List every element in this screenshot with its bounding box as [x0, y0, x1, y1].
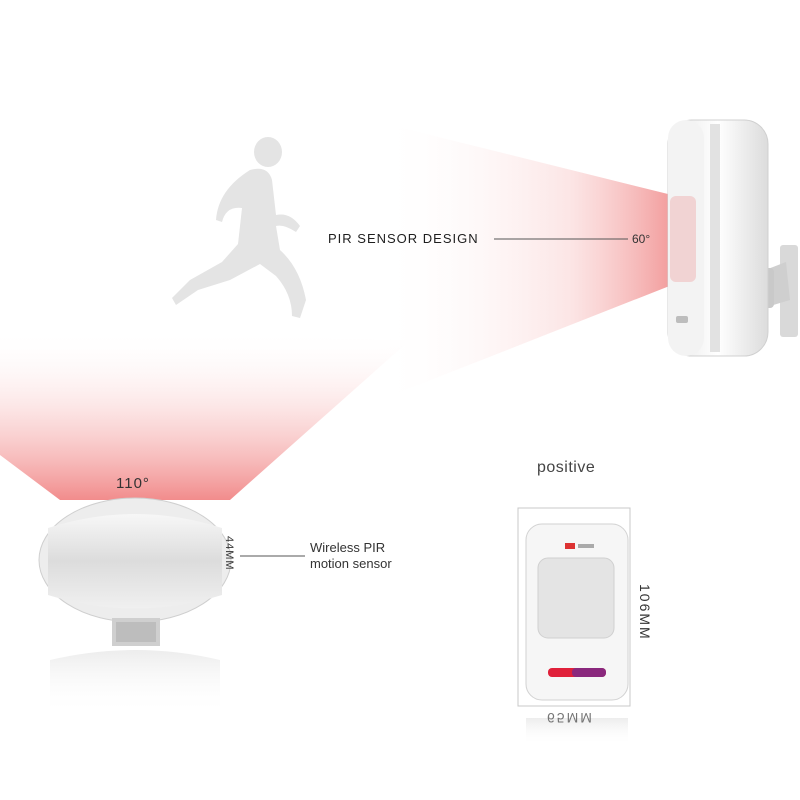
pir-sensor-design-title: PIR SENSOR DESIGN: [328, 231, 479, 246]
oval-pir-sensor: [38, 497, 232, 715]
running-person-silhouette: [172, 137, 306, 318]
detection-beam-bottom: [0, 330, 410, 500]
wall-mounted-pir-sensor: [667, 119, 769, 357]
height-44mm-label: 44MM: [223, 536, 235, 571]
angle-60-label: 60°: [632, 232, 651, 246]
positive-label: positive: [537, 459, 596, 476]
detection-beam-top: [380, 125, 672, 400]
angle-110-label: 110°: [116, 475, 150, 492]
width-65mm-label: 65MM: [547, 710, 594, 726]
wireless-caption-line1: Wireless PIR: [310, 540, 386, 555]
wireless-pir-caption: Wireless PIR motion sensor: [310, 540, 392, 572]
height-106mm-label: 106MM: [637, 584, 653, 641]
front-view-pir-sensor: [517, 507, 631, 745]
wireless-caption-line2: motion sensor: [310, 556, 392, 571]
